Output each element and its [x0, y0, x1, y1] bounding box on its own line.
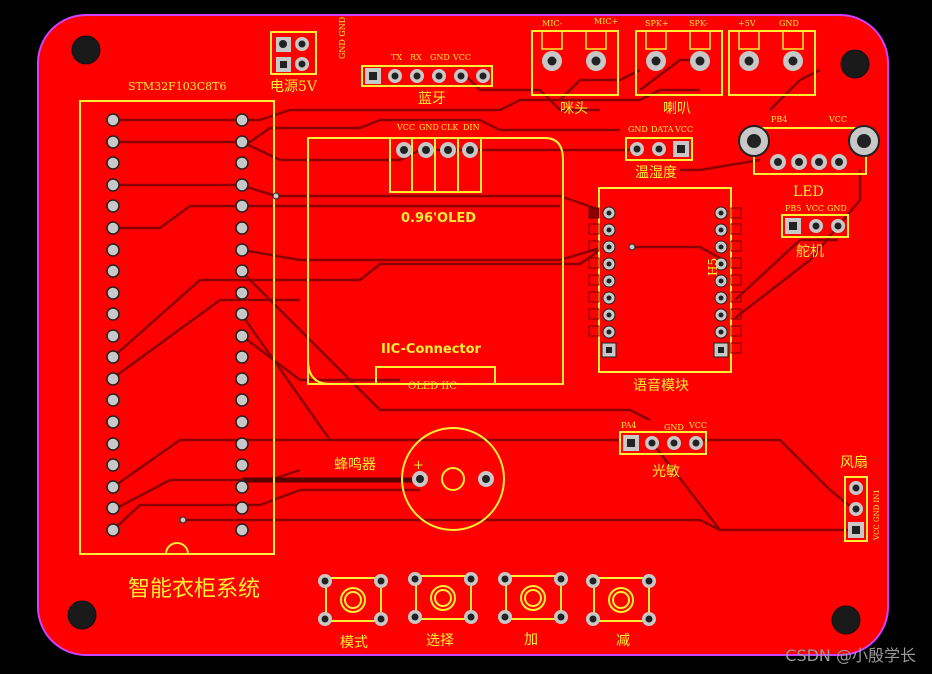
button-select-label: 选择 [426, 633, 454, 649]
light-sensor-header: PA4 GND VCC 光敏 [619, 421, 707, 480]
power2-pin-gnd: GND [779, 19, 799, 28]
oled-footer-label: OLED IIC [408, 381, 457, 392]
bluetooth-pin-vcc: VCC [452, 53, 471, 62]
oled-pin-gnd: GND [419, 123, 439, 132]
led-label: LED [793, 184, 824, 200]
oled-module: VCC GND CLK DIN 0.96'OLED IIC-Connector … [307, 123, 564, 392]
voice-label: 语音模块 [633, 377, 689, 394]
mic-pin-minus: MIC- [542, 19, 562, 28]
led-pin-pb4: PB4 [771, 115, 787, 124]
light-pin-gnd: GND [664, 423, 684, 432]
button-mode-label: 模式 [340, 635, 368, 651]
mounting-holes [67, 35, 870, 635]
button-mode: 模式 [318, 574, 388, 651]
fan-pins-label: VCC GND IN1 [873, 489, 881, 541]
led-pin-vcc: VCC [828, 115, 847, 124]
button-minus-label: 减 [616, 633, 630, 649]
dht-pin-data: DATA [651, 125, 674, 134]
buzzer-label: 蜂鸣器 [334, 456, 376, 473]
bluetooth-pin-tx: TX [391, 53, 402, 62]
watermark: CSDN @小殷学长 [785, 646, 916, 665]
dht-header: GND DATA VCC 温湿度 [625, 125, 693, 181]
mic-pin-plus: MIC+ [594, 17, 618, 26]
fan-header: 风扇 VCC GND IN1 [840, 455, 881, 542]
power2-connector: +5V GND [728, 19, 816, 96]
speaker-connector: SPK+ SPK- 喇叭 [635, 19, 723, 117]
button-plus-label: 加 [524, 632, 538, 648]
servo-label: 舵机 [796, 244, 824, 260]
led-module: PB4 VCC LED [738, 115, 880, 200]
bluetooth-label: 蓝牙 [418, 91, 446, 107]
button-select: 选择 [408, 572, 478, 649]
oled-pin-vcc: VCC [396, 123, 415, 132]
voice-chip-label: H5 [706, 258, 720, 276]
fan-label: 风扇 [840, 455, 868, 471]
light-label: 光敏 [652, 464, 680, 480]
power2-pin-5v: +5V [738, 19, 756, 28]
button-minus: 减 [586, 574, 656, 649]
board-outline [37, 14, 889, 656]
servo-pin-gnd: GND [827, 204, 847, 213]
power-label: 电源5V [270, 79, 318, 95]
mic-label: 咪头 [560, 101, 588, 117]
servo-header: PB5 VCC GND 舵机 [781, 204, 849, 260]
servo-pin-vcc: VCC [805, 204, 824, 213]
speaker-pin-plus: SPK+ [645, 19, 669, 28]
dht-pin-vcc: VCC [674, 125, 693, 134]
oled-connector-label: IIC-Connector [381, 342, 482, 357]
vias [179, 192, 636, 524]
power-header: GND GND 电源5V [270, 17, 347, 95]
oled-title: 0.96'OLED [401, 211, 476, 226]
button-plus: 加 [498, 572, 568, 648]
dht-label: 温湿度 [635, 165, 677, 181]
speaker-pin-minus: SPK- [689, 19, 708, 28]
power-pins-label: GND GND [338, 17, 347, 59]
oled-pin-clk: CLK [441, 123, 459, 132]
oled-pin-din: DIN [463, 123, 480, 132]
mcu-footprint: STM32F103C8T6 [79, 80, 275, 555]
dht-pin-gnd: GND [628, 125, 648, 134]
servo-pin-pb5: PB5 [785, 204, 801, 213]
mic-connector: MIC- MIC+ 咪头 [531, 17, 619, 117]
bluetooth-header: TX RX GND VCC 蓝牙 [361, 53, 493, 107]
light-pin-vcc: VCC [688, 421, 707, 430]
buzzer-plus-mark: + [413, 458, 424, 473]
buzzer: + 蜂鸣器 [334, 427, 505, 531]
mcu-label: STM32F103C8T6 [128, 80, 227, 93]
bluetooth-pin-rx: RX [410, 53, 422, 62]
mcu-pin-row [106, 113, 249, 537]
voice-module: H5 语音模块 [588, 187, 742, 394]
light-pin-pa4: PA4 [621, 421, 637, 430]
bluetooth-pin-gnd: GND [430, 53, 450, 62]
speaker-label: 喇叭 [663, 101, 691, 117]
board-title: 智能衣柜系统 [128, 577, 260, 602]
